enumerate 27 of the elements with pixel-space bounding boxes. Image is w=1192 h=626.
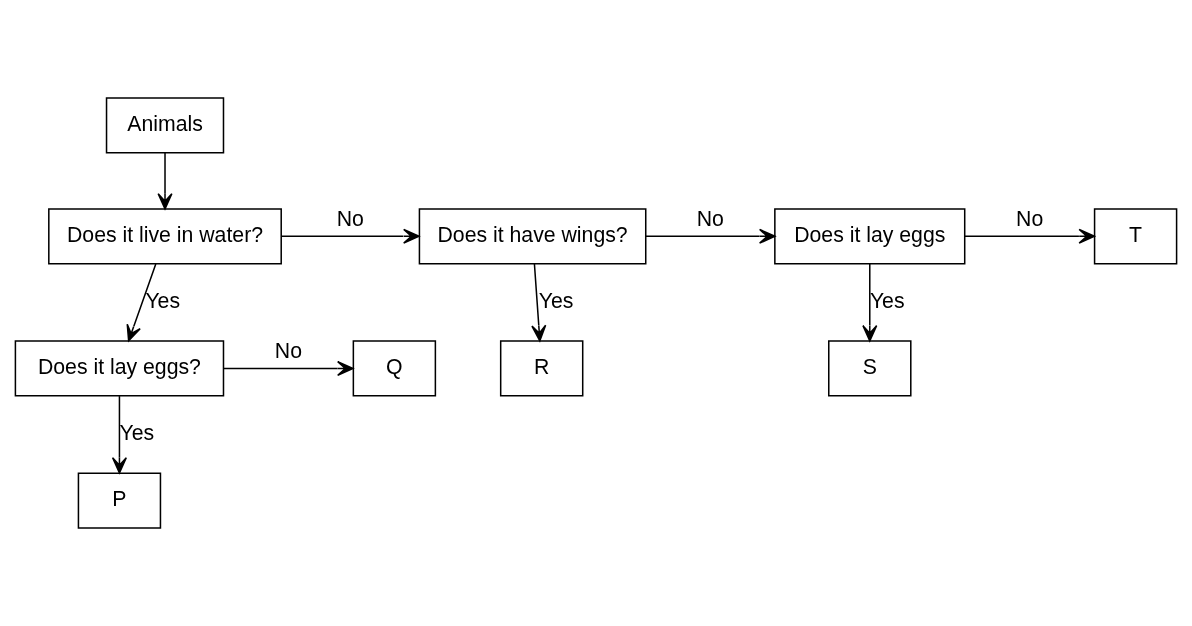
arrow — [157, 152, 173, 210]
arrow — [111, 395, 128, 474]
arrow — [645, 228, 776, 244]
arrow — [223, 360, 354, 377]
node-box: Animals — [105, 97, 225, 154]
edge-label: No — [696, 206, 724, 231]
node-box: Does it lay eggs? — [14, 340, 225, 397]
node-box: P — [77, 472, 162, 529]
node-box: Q — [352, 340, 437, 397]
edge-label: Yes — [538, 288, 574, 313]
edge-label: Yes — [119, 421, 155, 446]
node-box: Does it lay eggs — [774, 208, 966, 265]
arrow — [280, 228, 420, 244]
node-box: Does it have wings? — [418, 208, 647, 265]
edge-label: Yes — [869, 288, 905, 313]
node-box: S — [828, 340, 912, 397]
arrow — [126, 263, 157, 342]
edge-label: No — [274, 339, 303, 364]
arrow — [862, 263, 878, 342]
node-box: T — [1093, 208, 1178, 265]
edge-label: No — [336, 206, 364, 231]
edge-label: Yes — [145, 288, 181, 313]
node-box: Does it live in water? — [48, 208, 282, 265]
edge-label: No — [1016, 206, 1044, 231]
node-box: R — [499, 340, 584, 397]
arrow — [531, 263, 547, 342]
arrow — [964, 228, 1096, 244]
